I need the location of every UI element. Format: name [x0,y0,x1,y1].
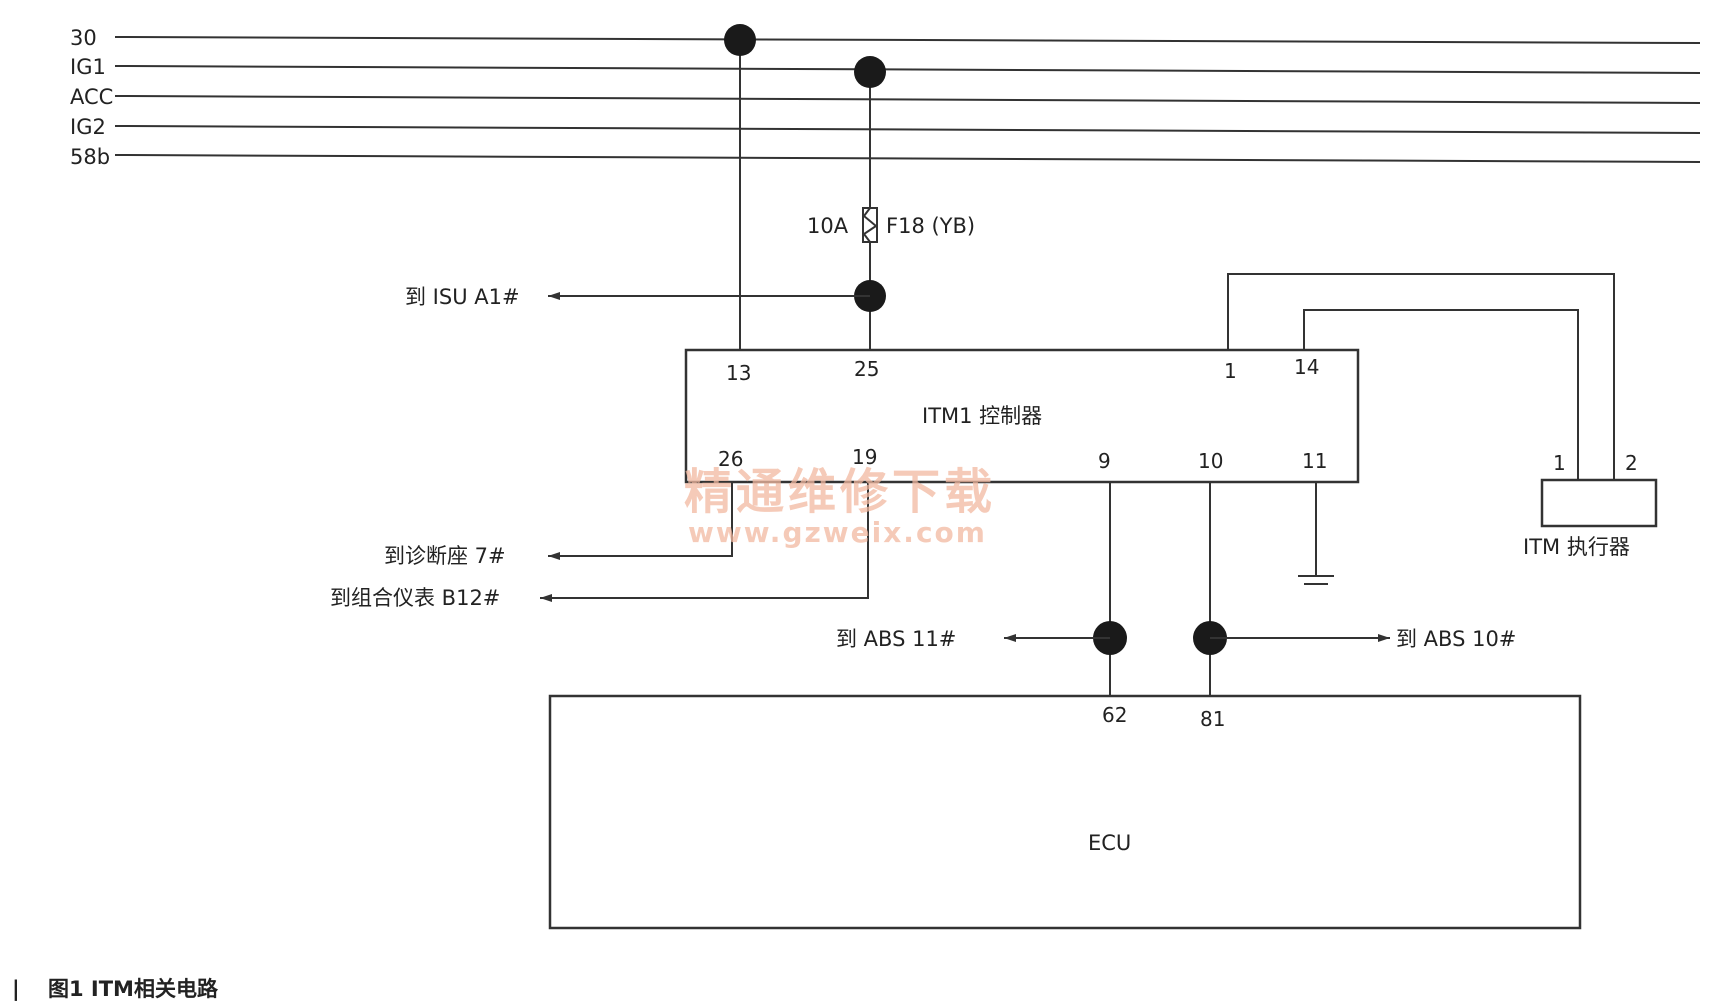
fuse-label: F18 (YB) [886,214,975,238]
ecu-name: ECU [1088,831,1131,855]
itm1-controller: ITM1 控制器 13 25 1 14 26 19 9 10 11 [684,348,1360,484]
ecu-box [548,694,1582,930]
itm-actuator: 1 2 ITM 执行器 [1523,451,1658,559]
actuator-pin-2: 2 [1625,451,1638,475]
controller-pin-1: 1 [1224,359,1237,383]
watermark-url: www.gzweix.com [688,516,987,549]
label-to-abs11: 到 ABS 11# [836,627,956,651]
bus-line-58b [114,154,1701,163]
fuse-f18: 10A F18 (YB) [807,207,975,243]
bus-line-ig1 [114,65,1701,74]
actuator-pin-1: 1 [1553,451,1566,475]
watermark-title: 精通维修下载 [684,464,996,520]
caption-text: 图1 ITM相关电路 [48,977,219,1001]
bus-line-30 [114,36,1701,44]
controller-pin-9: 9 [1098,449,1111,473]
bus-label-ig1: IG1 [70,55,106,79]
wire-pin19-to-cluster [540,482,869,599]
wire-pin26-to-diag [548,482,733,557]
bus-line-acc [114,95,1701,104]
ecu: 62 81 ECU [548,694,1582,930]
label-to-isu: 到 ISU A1# [405,285,520,309]
bus-label-30: 30 [70,26,97,50]
fuse-element [862,207,878,243]
controller-pin-14: 14 [1294,355,1319,379]
arrow-abs10 [1378,634,1390,642]
arrow-abs11 [1004,634,1016,642]
controller-pin-13: 13 [726,361,751,385]
figure-caption: | 图1 ITM相关电路 [12,977,219,1002]
actuator-box [1540,478,1658,528]
bus-label-ig2: IG2 [70,115,106,139]
controller-pin-26: 26 [718,447,743,471]
splice-dot-30 [724,24,756,56]
wire-pin14-to-actuator-1 [1303,309,1579,480]
ground-icon [1298,575,1334,585]
arrow-isu [548,292,560,300]
bus-line-ig2 [114,125,1701,134]
bus-label-acc: ACC [70,85,113,109]
ecu-pin-62: 62 [1102,703,1127,727]
watermark: 精通维修下载 www.gzweix.com [684,464,996,549]
controller-pin-25: 25 [854,357,879,381]
ecu-pin-81: 81 [1200,707,1225,731]
fuse-rating: 10A [807,214,849,238]
controller-pin-11: 11 [1302,449,1327,473]
caption-marker: | [12,977,20,1002]
controller-name: ITM1 控制器 [922,404,1042,428]
splice-dot-ig1 [854,56,886,88]
actuator-name: ITM 执行器 [1523,535,1630,559]
controller-pin-10: 10 [1198,449,1223,473]
arrow-cluster [540,594,552,602]
bus-label-58b: 58b [70,145,110,169]
controller-pin-19: 19 [852,445,877,469]
controller-box [684,348,1360,484]
power-bus: 30 IG1 ACC IG2 58b [70,26,1701,169]
wire-pin1-to-actuator-2 [1227,273,1615,480]
label-to-diag: 到诊断座 7# [384,544,506,568]
label-to-cluster: 到组合仪表 B12# [330,586,500,610]
arrow-diag [548,552,560,560]
label-to-abs10: 到 ABS 10# [1396,627,1516,651]
